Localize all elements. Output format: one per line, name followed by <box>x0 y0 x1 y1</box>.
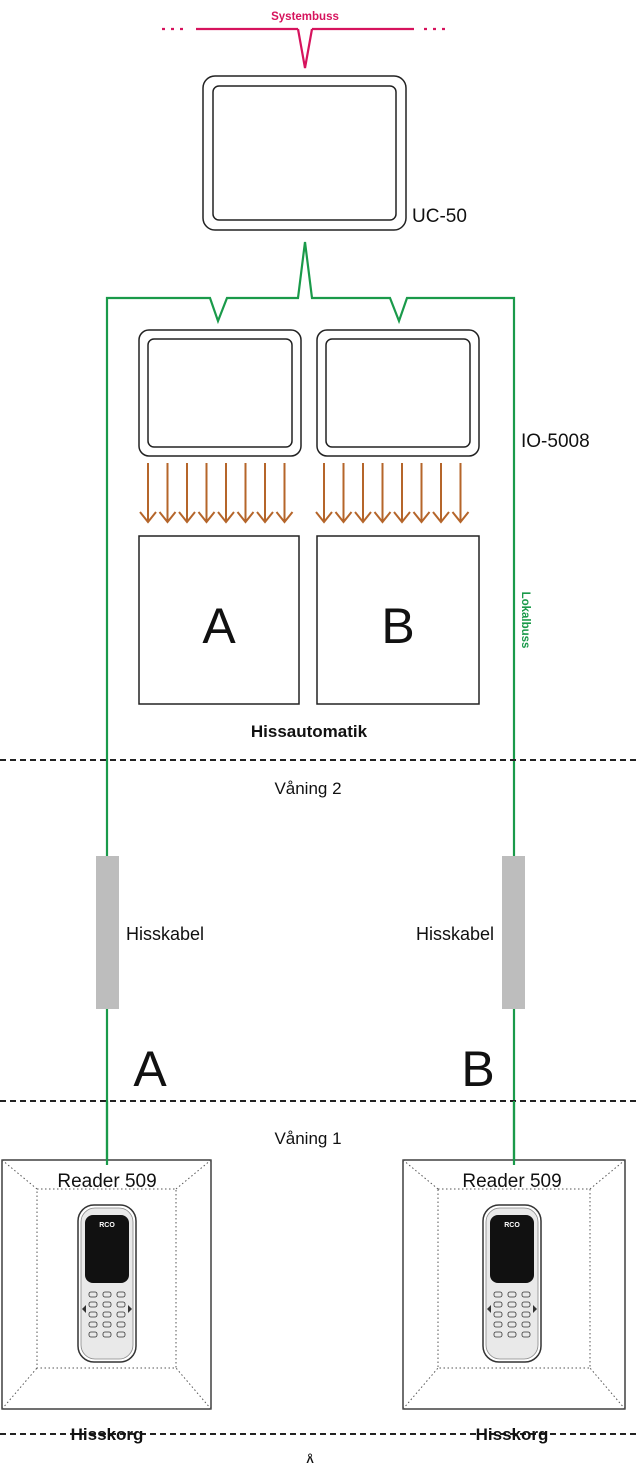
relay-arrows <box>139 463 470 524</box>
io-module-left-screen <box>147 338 293 448</box>
relay-arrow-left-8 <box>275 463 294 524</box>
relay-arrow-right-1 <box>315 463 333 524</box>
cable-a-letter: A <box>133 1041 167 1097</box>
relay-arrow-left-6 <box>236 463 255 524</box>
elevator-car-b: Reader 509 RCO Hisskorg <box>402 1159 626 1444</box>
controller-screen <box>212 85 397 221</box>
relay-arrow-right-4 <box>373 463 392 524</box>
system-bus-drop <box>296 28 314 69</box>
car-b-label: Hisskorg <box>476 1425 549 1444</box>
system-bus-label: Systembuss <box>271 11 339 23</box>
local-bus-label: Lokalbuss <box>519 592 531 649</box>
cable-b <box>502 856 525 1009</box>
io-module-right-screen <box>325 338 471 448</box>
car-a-label: Hisskorg <box>71 1425 144 1444</box>
system-bus: Systembuss <box>162 11 450 69</box>
elevator-car-a: Reader 509 RCO Hisskorg <box>1 1159 212 1444</box>
controller-uc50: UC-50 <box>202 75 467 231</box>
relay-arrow-right-2 <box>334 463 353 524</box>
floor-1-label: Våning 1 <box>274 1129 341 1148</box>
floor-2-label: Våning 2 <box>274 779 341 798</box>
reader-a-label: Reader 509 <box>57 1171 156 1192</box>
cable-b-letter: B <box>461 1041 494 1097</box>
controller-label: UC-50 <box>412 206 467 227</box>
automation-letter-b: B <box>381 598 414 654</box>
relay-arrow-right-6 <box>412 463 431 524</box>
relay-arrow-left-5 <box>217 463 235 524</box>
cable-a <box>96 856 119 1009</box>
io-module-label: IO-5008 <box>521 431 590 452</box>
relay-arrow-left-7 <box>256 463 274 524</box>
automation-label: Hissautomatik <box>251 722 368 741</box>
cable-a-label: Hisskabel <box>126 924 204 944</box>
relay-arrow-right-3 <box>354 463 372 524</box>
reader-b-brand: RCO <box>504 1222 520 1229</box>
elevator-automation: A B Hissautomatik <box>138 535 480 741</box>
reader-a: RCO <box>77 1204 137 1363</box>
relay-arrow-left-4 <box>197 463 216 524</box>
local-bus <box>105 241 516 1160</box>
reader-a-brand: RCO <box>99 1222 115 1229</box>
automation-letter-a: A <box>202 598 236 654</box>
automation-box-b <box>316 535 480 705</box>
cable-b-label: Hisskabel <box>416 924 494 944</box>
reader-b-label: Reader 509 <box>462 1171 561 1192</box>
automation-box-a <box>138 535 300 705</box>
relay-arrow-left-3 <box>178 463 196 524</box>
relay-arrow-right-7 <box>432 463 450 524</box>
relay-arrow-left-2 <box>158 463 177 524</box>
io-module-left <box>138 329 302 457</box>
relay-arrow-left-1 <box>139 463 157 524</box>
io-module-right <box>316 329 480 457</box>
relay-arrow-right-8 <box>451 463 470 524</box>
floor-0-label: Å <box>304 1453 316 1463</box>
reader-b: RCO <box>482 1204 542 1363</box>
local-bus-top <box>105 241 516 1160</box>
relay-arrow-right-5 <box>393 463 411 524</box>
